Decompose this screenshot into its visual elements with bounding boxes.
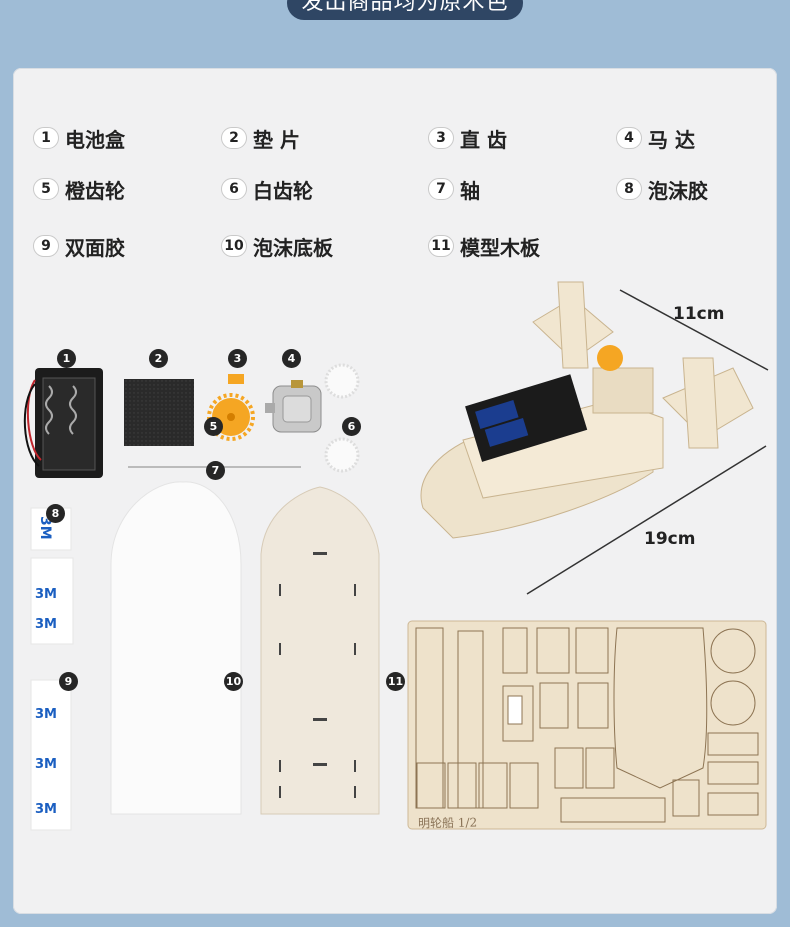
legend-label: 直 齿 — [460, 127, 507, 152]
wooden-sheet — [407, 620, 767, 830]
legend-item-6: 6 白齿轮 — [221, 174, 313, 204]
battery-box — [23, 368, 103, 478]
legend-num: 3 — [428, 127, 454, 149]
straight-gear — [228, 374, 244, 384]
product-panel: 1 电池盒 2 垫 片 3 直 齿 4 马 达 5 橙齿轮 6 白齿轮 7 轴 … — [13, 68, 777, 914]
svg-text:3M: 3M — [35, 802, 57, 817]
legend-item-8: 8 泡沫胶 — [616, 174, 708, 204]
width-dimension-line — [619, 289, 769, 371]
marker-6: 6 — [342, 417, 361, 436]
legend-num: 1 — [33, 127, 59, 149]
marker-5: 5 — [204, 417, 223, 436]
legend-num: 10 — [221, 235, 247, 257]
legend-item-3: 3 直 齿 — [428, 123, 507, 153]
wooden-hull — [260, 486, 380, 815]
legend-num: 11 — [428, 235, 454, 257]
foam-base-plate — [110, 481, 242, 815]
length-dimension-line — [526, 445, 767, 595]
tape-strips: 3M 3M 3M 3M 3M 3M — [30, 507, 74, 831]
legend-num: 4 — [616, 127, 642, 149]
white-gears — [324, 363, 360, 473]
legend-num: 2 — [221, 127, 247, 149]
svg-text:3M: 3M — [35, 587, 57, 602]
legend-item-2: 2 垫 片 — [221, 123, 300, 153]
length-dimension-label: 19cm — [644, 529, 696, 549]
marker-1: 1 — [57, 349, 76, 368]
legend-label: 双面胶 — [65, 235, 125, 260]
legend-num: 5 — [33, 178, 59, 200]
legend-label: 泡沫胶 — [648, 178, 708, 203]
legend-num: 8 — [616, 178, 642, 200]
marker-2: 2 — [149, 349, 168, 368]
legend-label: 轴 — [460, 178, 480, 203]
marker-4: 4 — [282, 349, 301, 368]
svg-text:3M: 3M — [35, 617, 57, 632]
legend-item-9: 9 双面胶 — [33, 231, 125, 261]
motor — [265, 380, 322, 433]
legend-item-4: 4 马 达 — [616, 123, 695, 153]
legend-label: 垫 片 — [253, 127, 300, 152]
board-caption: 明轮船 1/2 — [417, 815, 478, 831]
svg-text:3M: 3M — [37, 516, 53, 540]
legend-num: 9 — [33, 235, 59, 257]
header-banner: 发出商品均为原木色 — [287, 0, 523, 20]
legend-item-11: 11 模型木板 — [428, 231, 540, 261]
legend-label: 白齿轮 — [253, 178, 313, 203]
legend-item-5: 5 橙齿轮 — [33, 174, 125, 204]
marker-3: 3 — [228, 349, 247, 368]
parts-illustration: 3M 3M 3M 3M 3M 3M — [23, 281, 769, 831]
svg-text:3M: 3M — [35, 757, 57, 772]
assembled-boat — [420, 281, 754, 539]
legend-num: 6 — [221, 178, 247, 200]
legend-item-7: 7 轴 — [428, 174, 480, 204]
legend-label: 马 达 — [648, 127, 695, 152]
legend-item-1: 1 电池盒 — [33, 123, 125, 153]
marker-11: 11 — [386, 672, 405, 691]
svg-text:3M: 3M — [35, 707, 57, 722]
marker-8: 8 — [46, 504, 65, 523]
legend-label: 橙齿轮 — [65, 178, 125, 203]
marker-7: 7 — [206, 461, 225, 480]
width-dimension-label: 11cm — [673, 304, 725, 324]
legend-label: 泡沫底板 — [253, 235, 333, 260]
marker-10: 10 — [224, 672, 243, 691]
legend-label: 模型木板 — [460, 235, 540, 260]
legend-label: 电池盒 — [65, 127, 125, 152]
marker-9: 9 — [59, 672, 78, 691]
legend-num: 7 — [428, 178, 454, 200]
legend-item-10: 10 泡沫底板 — [221, 231, 333, 261]
